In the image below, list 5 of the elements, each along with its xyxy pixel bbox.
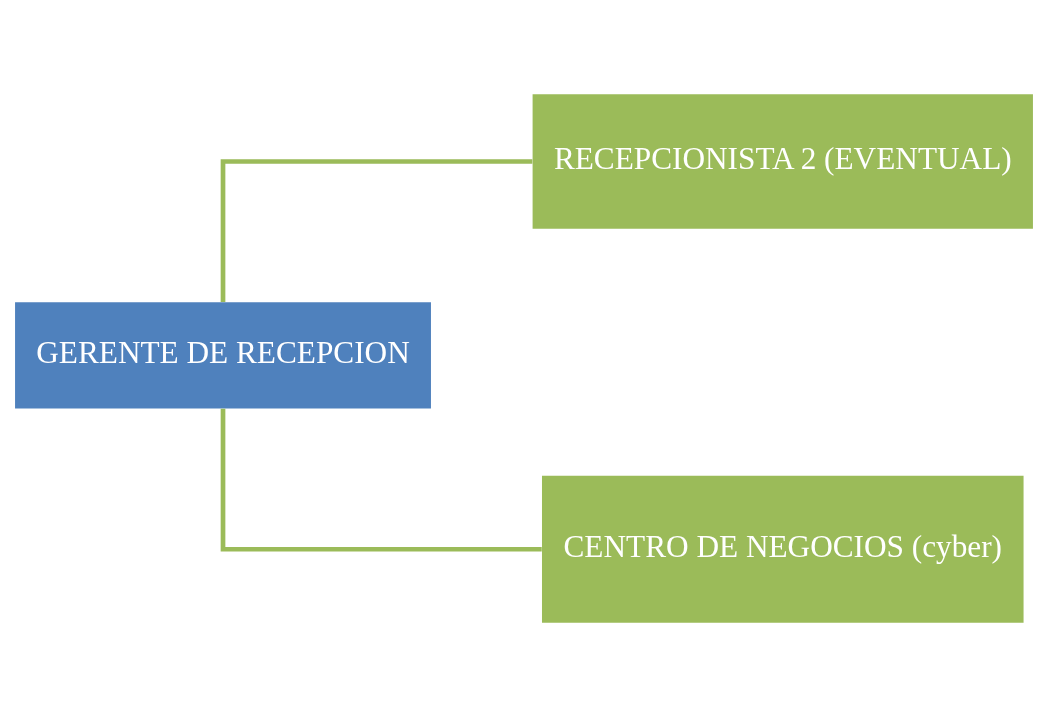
connector [220, 159, 533, 302]
connector [220, 408, 542, 552]
node-box: CENTRO DE NEGOCIOS (cyber) [542, 475, 1024, 623]
node-box: GERENTE DE RECEPCION [15, 302, 431, 409]
node-box: RECEPCIONISTA 2 (EVENTUAL) [532, 94, 1033, 229]
